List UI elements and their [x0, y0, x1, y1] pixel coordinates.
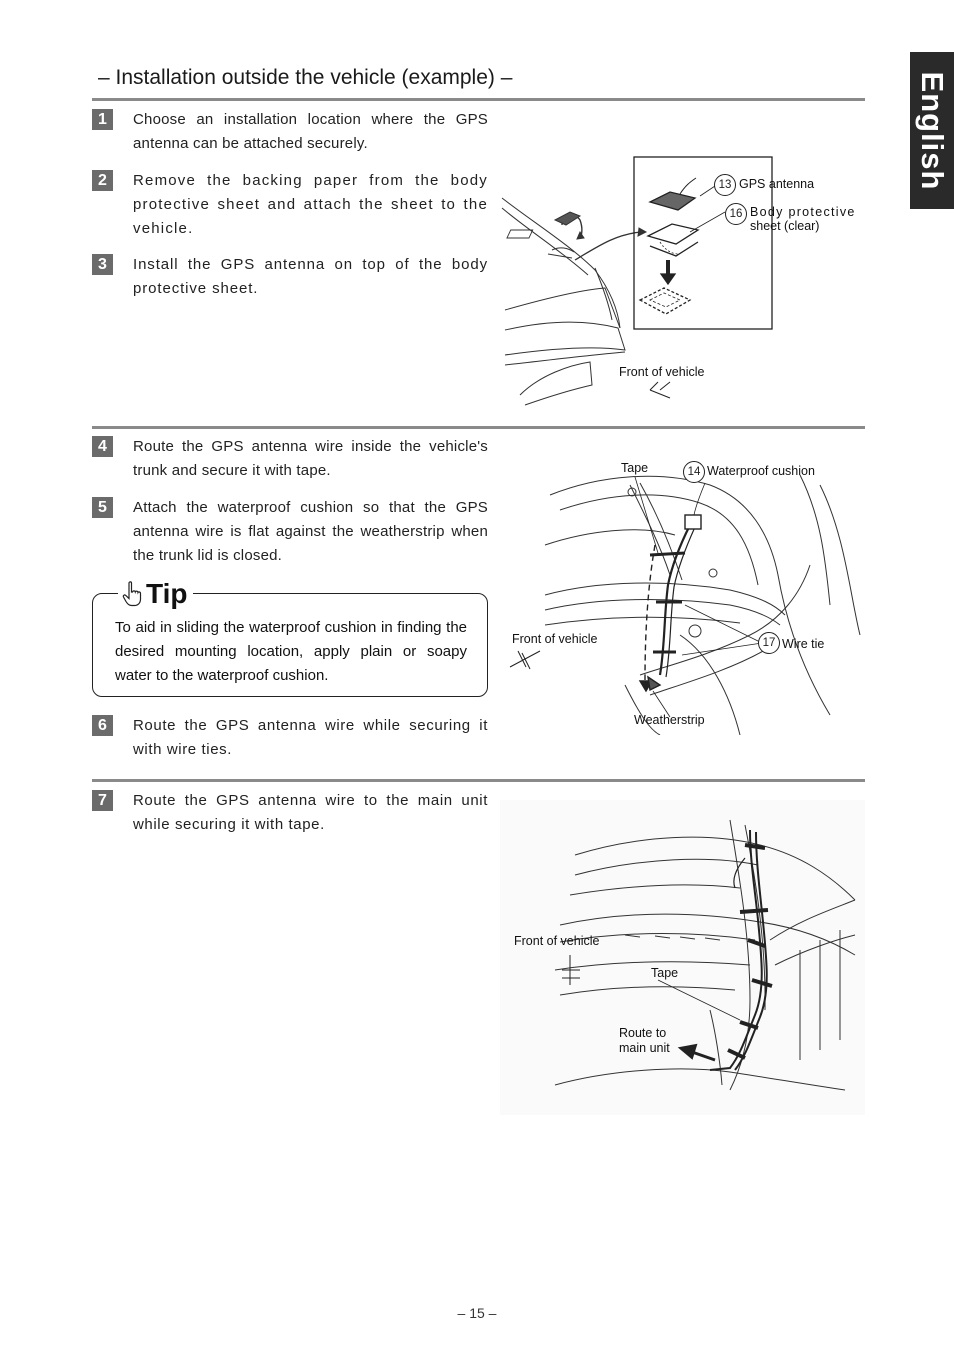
tape-label: Tape [621, 461, 649, 475]
step-text: Remove the backing paper from the body p… [133, 172, 488, 237]
section-divider [92, 426, 865, 429]
step-3: 3 Install the GPS antenna on top of the … [92, 253, 488, 301]
trunk-interior-illustration [554, 819, 856, 1091]
step-text: Choose an installation location where th… [133, 111, 488, 152]
step-text: Attach the waterproof cushion so that th… [133, 499, 488, 564]
figure-trunk-routing: Tape 14 Waterproof cushion Front of vehi… [500, 455, 865, 736]
front-of-vehicle-label: Front of vehicle [619, 365, 705, 379]
route-to-label: Route to [619, 1026, 667, 1040]
step-number: 2 [92, 170, 113, 191]
language-tab: English [910, 52, 954, 209]
car-rear-illustration [501, 156, 773, 406]
step-number: 5 [92, 497, 113, 518]
tip-text: To aid in sliding the waterproof cushion… [115, 619, 467, 684]
tape-label: Tape [651, 966, 679, 980]
step-5: 5 Attach the waterproof cushion so that … [92, 496, 488, 568]
figure-antenna-installation: 13 GPS antenna 16 Body protective sheet … [500, 150, 865, 410]
tip-title: Tip [146, 578, 188, 609]
tip-heading: Tip [118, 578, 194, 610]
callout-number: 17 [758, 632, 780, 654]
step-text: Route the GPS antenna wire to the main u… [133, 792, 488, 833]
step-6: 6 Route the GPS antenna wire while secur… [92, 714, 488, 762]
step-number: 6 [92, 715, 113, 736]
front-of-vehicle-label: Front of vehicle [514, 934, 600, 948]
step-text: Route the GPS antenna wire while securin… [133, 717, 488, 758]
callout-number: 13 [714, 174, 736, 196]
gps-antenna-label: GPS antenna [739, 177, 815, 191]
step-number: 7 [92, 790, 113, 811]
step-number: 1 [92, 109, 113, 130]
page-number: – 15 – [457, 1305, 497, 1321]
step-text: Route the GPS antenna wire inside the ve… [133, 438, 488, 479]
step-number: 4 [92, 436, 113, 457]
main-unit-label: main unit [619, 1041, 670, 1055]
tip-box [92, 593, 488, 697]
step-number: 3 [92, 254, 113, 275]
front-of-vehicle-label: Front of vehicle [512, 632, 598, 646]
callout-number: 14 [683, 461, 705, 483]
step-text: Install the GPS antenna on top of the bo… [133, 256, 488, 297]
step-2: 2 Remove the backing paper from the body… [92, 169, 488, 241]
figure-main-unit-routing: Front of vehicle Tape Route to main unit [500, 800, 865, 1115]
step-4: 4 Route the GPS antenna wire inside the … [92, 435, 488, 483]
callout-number: 16 [725, 203, 747, 225]
body-protective-label: Body protective [750, 205, 856, 219]
trunk-illustration [509, 474, 861, 736]
waterproof-cushion-label: Waterproof cushion [707, 464, 815, 478]
sheet-clear-label: sheet (clear) [750, 219, 820, 233]
wire-tie-label: Wire tie [782, 637, 825, 651]
section-divider [92, 779, 865, 782]
pointing-hand-icon [122, 581, 142, 607]
step-1: 1 Choose an installation location where … [92, 108, 488, 156]
page-title: – Installation outside the vehicle (exam… [98, 66, 513, 89]
weatherstrip-label: Weatherstrip [634, 713, 705, 727]
step-7: 7 Route the GPS antenna wire to the main… [92, 789, 488, 837]
language-tab-label: English [915, 71, 950, 190]
section-divider [92, 98, 865, 101]
